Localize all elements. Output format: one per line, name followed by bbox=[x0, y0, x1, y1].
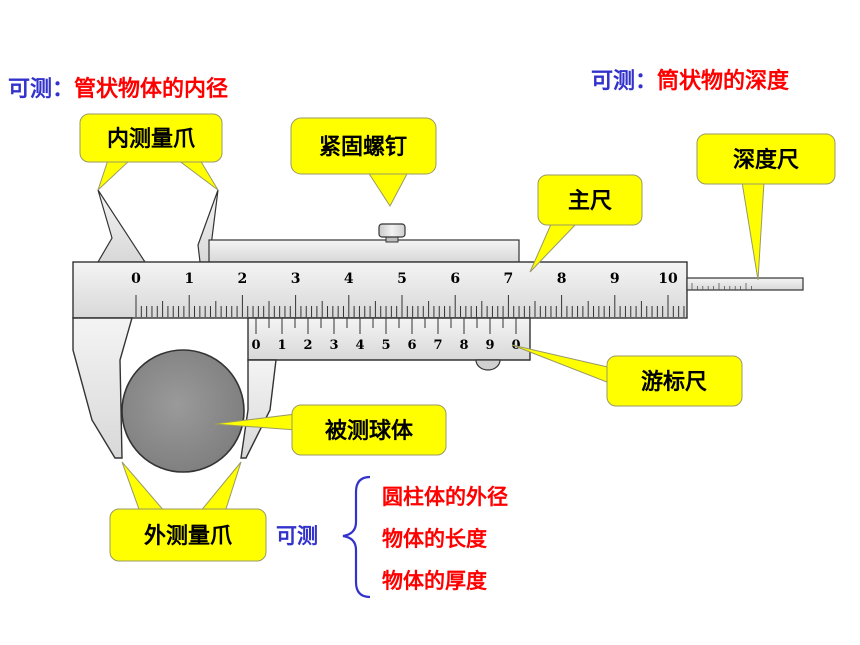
vernier-number: 0 bbox=[251, 338, 260, 353]
callout-ball: 被测球体 bbox=[213, 404, 447, 456]
measurable-item-1: 圆柱体的外径 bbox=[382, 484, 508, 509]
callout-ball-label: 被测球体 bbox=[325, 419, 414, 444]
vernier-slider bbox=[247, 317, 531, 361]
lock-screw bbox=[378, 223, 406, 243]
depth-rod-ticks bbox=[691, 283, 752, 290]
callout-inner-jaw: 内测量爪 bbox=[79, 113, 223, 191]
header-right-text: 筒状物的深度 bbox=[657, 68, 790, 94]
callout-depth-rod: 深度尺 bbox=[696, 133, 836, 281]
header-left-text: 管状物体的内径 bbox=[74, 76, 228, 102]
main-scale-ticks bbox=[135, 295, 685, 317]
main-scale-number: 2 bbox=[238, 271, 248, 287]
main-scale-numbers: 0 1 2 3 4 5 6 7 8 9 10 bbox=[131, 271, 678, 287]
callout-outer-jaw-label: 外测量爪 bbox=[144, 523, 233, 549]
vernier-number: 3 bbox=[329, 338, 338, 353]
callout-lock-screw: 紧固螺钉 bbox=[290, 117, 437, 207]
measurable-item-2: 物体的长度 bbox=[382, 526, 487, 551]
main-scale-number: 6 bbox=[450, 271, 460, 287]
inner-jaw-fixed bbox=[96, 189, 147, 263]
outer-jaw-movable bbox=[240, 359, 277, 459]
measurable-item-3: 物体的厚度 bbox=[382, 568, 487, 593]
callout-vernier-label: 游标尺 bbox=[641, 369, 707, 395]
vernier-number: 9 bbox=[485, 338, 494, 353]
slider-top-plate bbox=[208, 239, 520, 263]
main-scale-number: 4 bbox=[344, 271, 354, 287]
vernier-number: 1 bbox=[277, 338, 286, 353]
header-right-prefix: 可测： bbox=[591, 68, 657, 94]
vernier-number: 7 bbox=[433, 338, 442, 353]
vernier-scale-numbers: 01234567890 bbox=[251, 338, 520, 353]
curly-brace bbox=[342, 475, 371, 599]
main-scale-number: 7 bbox=[504, 271, 514, 287]
callout-main-scale-label: 主尺 bbox=[568, 189, 612, 214]
header-right: 可测：筒状物的深度 bbox=[591, 68, 790, 94]
main-scale-number: 3 bbox=[291, 271, 301, 287]
main-scale-number: 5 bbox=[397, 271, 407, 287]
callout-depth-rod-label: 深度尺 bbox=[733, 147, 799, 173]
vernier-number: 4 bbox=[355, 338, 364, 353]
main-scale-beam bbox=[72, 261, 688, 319]
callout-main-scale: 主尺 bbox=[529, 174, 643, 273]
vernier-number: 8 bbox=[459, 338, 468, 353]
vernier-number: 5 bbox=[381, 338, 390, 353]
main-scale-number: 10 bbox=[658, 271, 678, 287]
callout-vernier: 游标尺 bbox=[511, 344, 743, 407]
main-scale-number: 9 bbox=[610, 271, 620, 287]
measured-ball bbox=[121, 349, 245, 473]
header-left-prefix: 可测： bbox=[8, 76, 74, 102]
depth-rod bbox=[686, 277, 804, 291]
vernier-number: 2 bbox=[303, 338, 312, 353]
main-scale-number: 0 bbox=[131, 271, 141, 287]
callout-outer-jaw: 外测量爪 bbox=[109, 461, 267, 562]
measurable-list: 可测 圆柱体的外径 物体的长度 物体的厚度 bbox=[276, 475, 508, 599]
thumb-wheel bbox=[475, 359, 501, 371]
vernier-scale-ticks bbox=[255, 318, 517, 334]
main-scale-number: 8 bbox=[557, 271, 567, 287]
header-left: 可测：管状物体的内径 bbox=[8, 76, 228, 102]
callout-lock-screw-label: 紧固螺钉 bbox=[319, 134, 407, 160]
vernier-number: 6 bbox=[407, 338, 416, 353]
outer-jaw-fixed bbox=[72, 317, 133, 459]
measurable-label: 可测 bbox=[276, 523, 318, 548]
callout-inner-jaw-label: 内测量爪 bbox=[107, 127, 196, 152]
main-scale-number: 1 bbox=[184, 271, 194, 287]
